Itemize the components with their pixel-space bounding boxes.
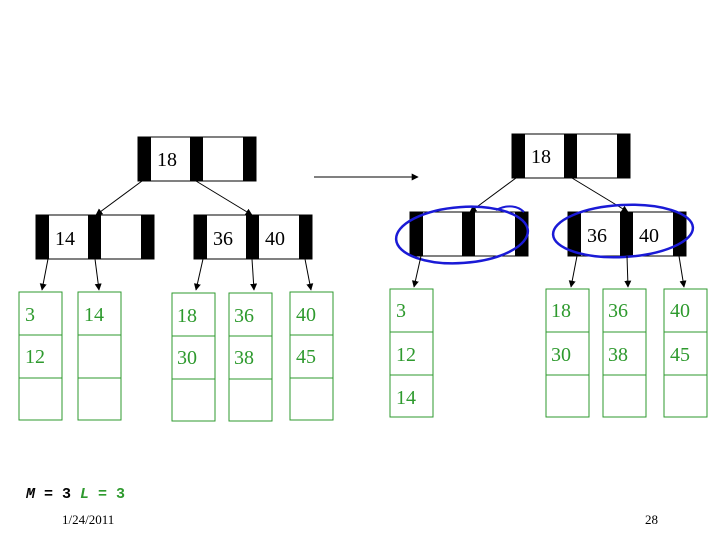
edge	[624, 255, 632, 288]
leaf-node: 3 12	[18, 291, 63, 421]
edge	[95, 180, 143, 216]
highlight-stroke	[495, 205, 525, 213]
internal-node: 36 40	[567, 211, 687, 257]
internal-node	[409, 211, 529, 257]
leaf-node: 36 38	[228, 292, 273, 422]
m-label: M	[26, 486, 36, 503]
node-key: 40	[639, 225, 659, 247]
node-key: 40	[265, 228, 285, 250]
l-value: = 3	[89, 486, 126, 503]
leaf-value: 14	[84, 304, 104, 326]
node-key: 36	[213, 228, 233, 250]
leaf-value: 36	[608, 300, 628, 322]
edge	[193, 258, 204, 291]
l-label: L	[80, 486, 90, 503]
edge	[39, 258, 49, 291]
highlight-circle	[551, 203, 695, 259]
footer-date: 1/24/2011	[62, 512, 115, 527]
edge	[304, 258, 314, 291]
leaf-value: 45	[296, 346, 316, 368]
leaf-value: 40	[296, 304, 316, 326]
edge	[195, 180, 253, 216]
edge	[94, 258, 102, 291]
leaf-value: 30	[551, 344, 571, 366]
root-node: 18	[137, 136, 257, 182]
leaf-node: 18 30	[545, 288, 590, 418]
highlight-circle	[394, 205, 530, 265]
leaf-value: 38	[234, 347, 254, 369]
node-key: 18	[531, 146, 551, 168]
leaf-value: 3	[396, 300, 406, 322]
root-node: 18	[511, 133, 631, 179]
leaf-node: 3 12 14	[389, 288, 434, 418]
leaf-value: 18	[551, 300, 571, 322]
leaf-value: 40	[670, 300, 690, 322]
leaf-value: 18	[177, 305, 197, 327]
leaf-node: 14	[77, 291, 122, 421]
edge	[411, 255, 422, 288]
node-key: 18	[157, 149, 177, 171]
leaf-value: 45	[670, 344, 690, 366]
left-tree: 18 14 36 40	[18, 136, 334, 422]
leaf-value: 14	[396, 387, 416, 409]
leaf-value: 30	[177, 347, 197, 369]
leaf-value: 3	[25, 304, 35, 326]
node-key: 14	[55, 228, 75, 250]
edge	[678, 255, 687, 288]
tree-parameters: M = 3 L = 3	[26, 486, 125, 503]
leaf-value: 12	[396, 344, 416, 366]
leaf-value: 12	[25, 346, 45, 368]
m-value: = 3	[35, 486, 81, 503]
leaf-node: 18 30	[171, 292, 216, 422]
edge	[568, 255, 578, 288]
leaf-value: 38	[608, 344, 628, 366]
edge	[250, 258, 258, 291]
node-key: 36	[587, 225, 607, 247]
internal-node: 14	[35, 214, 155, 260]
page-number: 28	[645, 512, 658, 527]
internal-node: 36 40	[193, 214, 313, 260]
right-tree: 18 36 40	[389, 133, 708, 418]
leaf-value: 36	[234, 305, 254, 327]
leaf-node: 36 38	[602, 288, 647, 418]
leaf-node: 40 45	[289, 291, 334, 421]
leaf-node: 40 45	[663, 288, 708, 418]
